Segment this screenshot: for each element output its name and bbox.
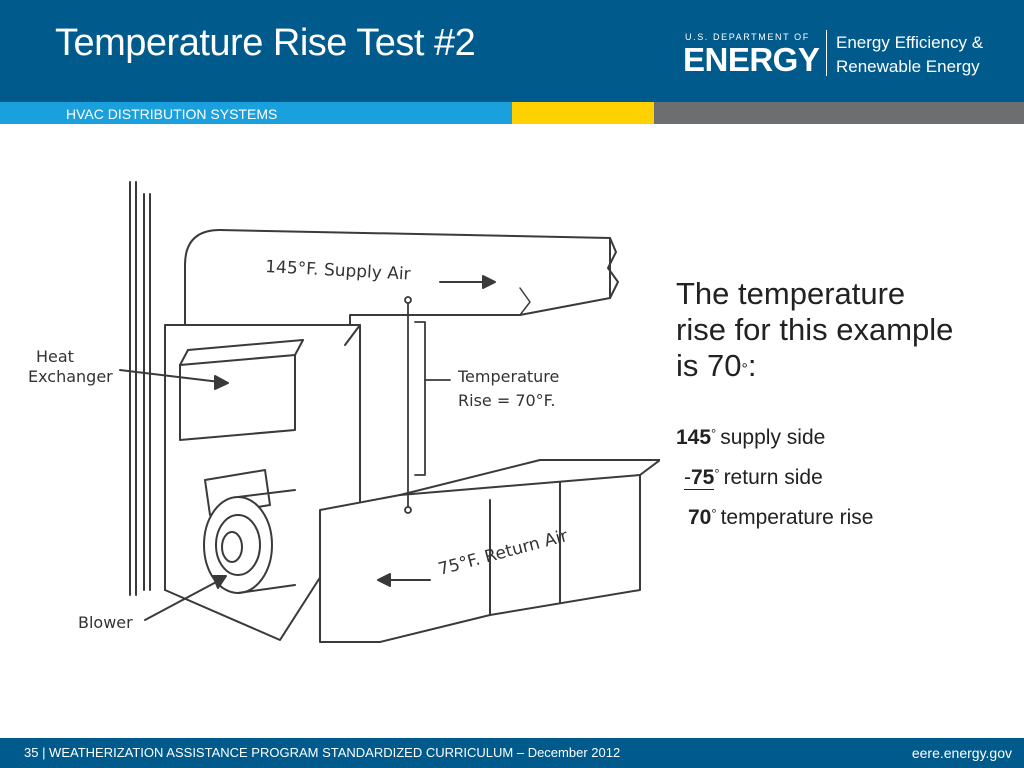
footer-url: eere.energy.gov [911, 745, 1012, 761]
logo-divider [826, 30, 827, 76]
supply-duct [184, 229, 619, 331]
heat-exchanger [179, 339, 304, 441]
furnace-diagram: 145°F. Supply Air Heat Exchanger Tempera… [28, 181, 660, 643]
calc-value: 145 [676, 426, 712, 449]
doe-dept-line: U.S. DEPARTMENT OF [685, 32, 810, 42]
intro-line-3-suffix: : [747, 348, 757, 383]
heat-exchanger-label-1: Heat [36, 347, 74, 366]
section-subtitle: HVAC DISTRIBUTION SYSTEMS [66, 106, 278, 122]
rise-label-1: Temperature [457, 367, 559, 386]
intro-line-3: is 70°: [676, 348, 1006, 384]
calc-row-rise: 70°temperature rise [688, 506, 873, 532]
blower-label: Blower [78, 613, 133, 632]
calc-label: temperature rise [720, 506, 874, 529]
rise-label-2: Rise = 70°F. [458, 391, 555, 410]
intro-line-2: rise for this example [676, 312, 954, 347]
intro-line-3-prefix: is 70 [676, 348, 742, 383]
calc-minus: - [684, 466, 691, 489]
calc-degree: ° [711, 426, 717, 441]
slide-title: Temperature Rise Test #2 [55, 22, 476, 64]
return-duct [319, 459, 660, 643]
eere-line-2: Renewable Energy [836, 57, 980, 76]
header-bar [0, 0, 1024, 102]
calc-row-supply: 145°supply side [676, 426, 825, 452]
section-band-yellow [512, 102, 654, 124]
supply-arrow [439, 275, 496, 289]
vent-pipe [129, 181, 151, 596]
intro-text: The temperature rise for this example is… [676, 276, 1006, 384]
footer-text: 35 | WEATHERIZATION ASSISTANCE PROGRAM S… [24, 745, 621, 760]
return-arrow [377, 573, 431, 587]
intro-degree: ° [741, 361, 748, 378]
intro-line-1: The temperature [676, 276, 906, 311]
calc-degree: ° [711, 506, 717, 521]
calc-row-return: -75°return side [684, 466, 823, 492]
calc-value: 70 [688, 506, 712, 529]
heat-exchanger-pointer [119, 369, 229, 390]
footer-bar [0, 738, 1024, 768]
section-band-gray [654, 102, 1024, 124]
blower-pointer [144, 575, 227, 621]
calc-label: supply side [720, 426, 826, 449]
doe-energy-wordmark: ENERGY [683, 41, 820, 78]
calc-degree: ° [714, 466, 720, 481]
heat-exchanger-label-2: Exchanger [28, 367, 113, 386]
section-band-blue [0, 102, 512, 124]
calc-label: return side [723, 466, 823, 489]
eere-line-1: Energy Efficiency & [836, 33, 984, 52]
blower [203, 469, 296, 594]
temperature-probe-line [404, 296, 451, 514]
calc-value: 75 [691, 466, 715, 489]
